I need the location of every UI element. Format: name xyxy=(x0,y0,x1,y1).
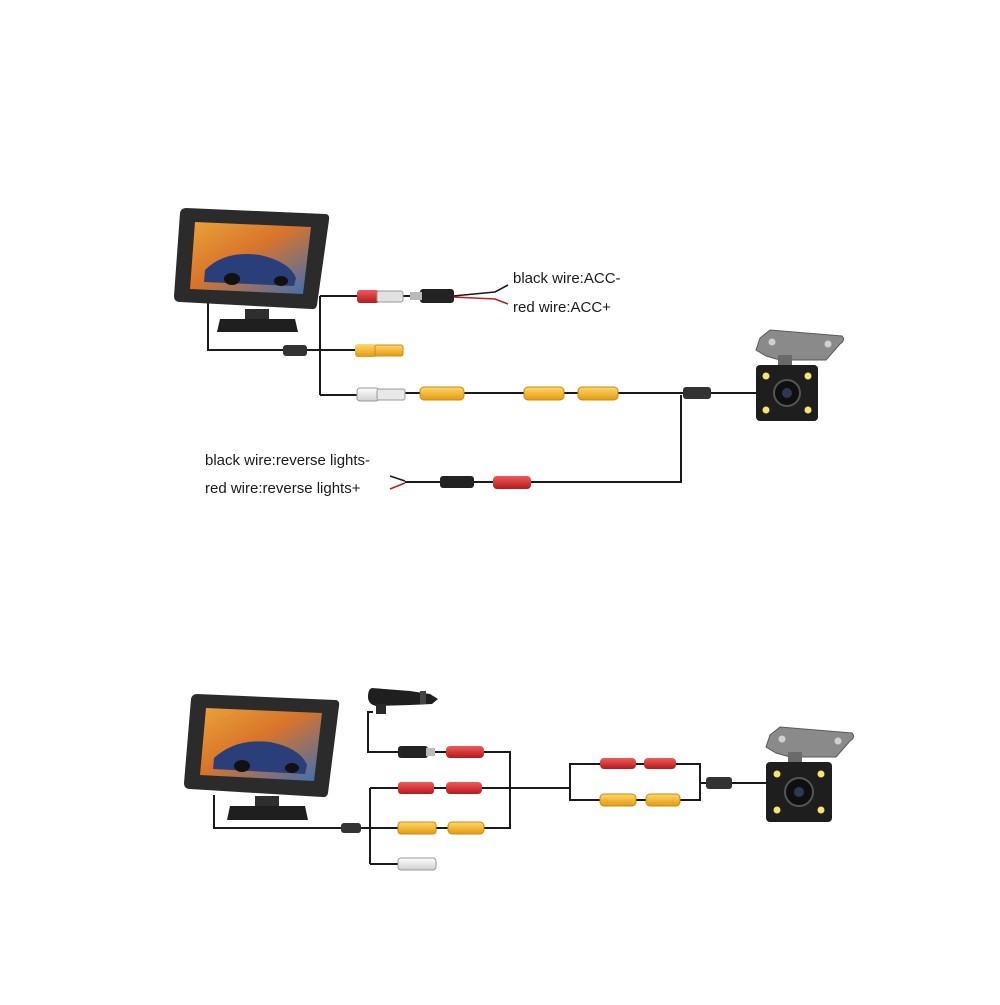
rca-yellow-male-2 xyxy=(447,821,485,835)
rca-yellow-male-3b xyxy=(645,793,681,807)
rca-red-male-3b xyxy=(644,758,676,769)
rca-red-male-3a xyxy=(600,758,636,769)
monitor-2-base xyxy=(227,806,308,820)
label-acc-red-wire: red wire:ACC+ xyxy=(513,299,611,316)
rca-yellow-camera-1 xyxy=(577,386,619,401)
diagram-2 xyxy=(184,688,855,871)
rca-yellow-female-2 xyxy=(397,821,437,835)
dc-power-plug-1 xyxy=(410,289,454,303)
reverse-wire-ends xyxy=(389,475,406,490)
monitor-2 xyxy=(184,694,340,820)
inline-connector-1 xyxy=(283,345,307,356)
rca-white-female-1 xyxy=(356,387,406,402)
monitor-1 xyxy=(174,208,330,332)
dc-plug-reverse xyxy=(440,476,474,488)
inline-connector-4 xyxy=(706,777,732,789)
monitor-1-base xyxy=(217,319,298,332)
rca-red-female-1 xyxy=(357,290,404,303)
rca-yellow-male-1 xyxy=(419,386,465,401)
rca-yellow-extension-1 xyxy=(523,386,565,401)
rca-yellow-male-3a xyxy=(599,793,637,807)
camera-1 xyxy=(755,329,845,421)
diagram-2-wires xyxy=(213,711,770,865)
dc-plug-2 xyxy=(398,746,435,758)
rca-white-female-2 xyxy=(397,857,437,871)
rca-red-male-reverse xyxy=(493,476,531,489)
camera-2 xyxy=(765,726,855,822)
cigarette-lighter-plug xyxy=(368,688,438,714)
rca-yellow-female-1 xyxy=(355,344,404,357)
acc-wire-ends xyxy=(452,284,509,305)
rca-red-male-2b xyxy=(446,782,482,794)
label-reverse-red-wire: red wire:reverse lights+ xyxy=(205,480,361,497)
inline-connector-3 xyxy=(341,823,361,833)
label-acc-black-wire: black wire:ACC- xyxy=(513,270,621,287)
label-reverse-black-wire: black wire:reverse lights- xyxy=(205,452,371,469)
rca-red-female-2 xyxy=(398,782,434,794)
monitor-1-neck xyxy=(245,309,269,321)
diagram-1 xyxy=(174,208,845,490)
rca-red-male-2a xyxy=(446,746,484,758)
diagram-1-wires xyxy=(207,295,757,483)
inline-connector-2 xyxy=(683,387,711,399)
